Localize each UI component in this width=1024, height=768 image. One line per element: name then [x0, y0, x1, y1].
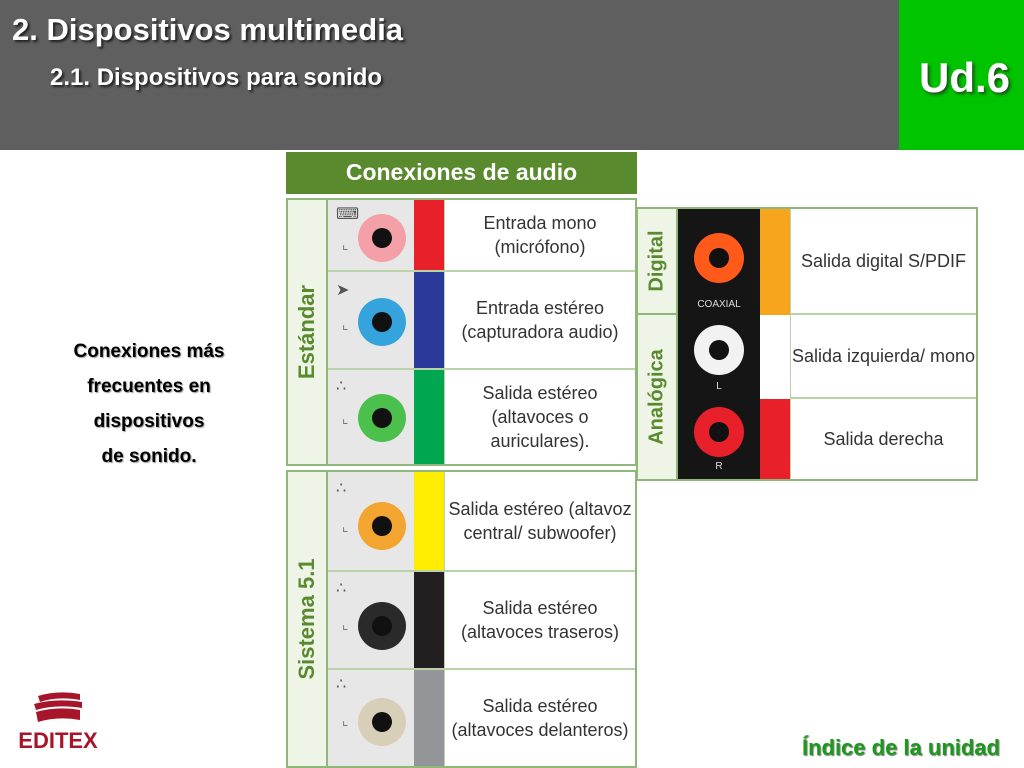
jack-caption: R: [715, 461, 723, 472]
connection-description: Salida izquierda/ mono: [790, 315, 976, 399]
slide-caption: Conexiones más frecuentes en dispositivo…: [40, 334, 258, 474]
jack-mark: ⌞: [342, 712, 349, 728]
caption-line: de sonido.: [101, 446, 197, 467]
group-sistema-5-1: Sistema 5.1 ∴ ⌞ Salida estéreo (altavoz …: [286, 470, 637, 768]
connection-row: ∴ ⌞ Salida estéreo (altavoces o auricula…: [328, 370, 635, 464]
caption-line: Conexiones más: [73, 341, 225, 362]
jack-cell: ∴ ⌞: [328, 670, 414, 766]
connection-description: Entrada mono (micrófono): [444, 200, 635, 270]
connection-description: Salida estéreo (altavoz central/ subwoof…: [444, 472, 635, 570]
microphone-icon: ⌨: [336, 206, 360, 223]
connection-row: ➤ ⌞ Entrada estéreo (capturadora audio): [328, 272, 635, 370]
jack-mark: ⌞: [342, 410, 349, 426]
jack-cell: R: [678, 399, 760, 479]
audio-connections-table: Conexiones de audio Estándar ⌨ ⌞ Entrada…: [286, 152, 637, 768]
jack-mark: ⌞: [342, 616, 349, 632]
center-speaker-icon: ∴: [336, 480, 347, 497]
editex-logo: EDITEX: [8, 690, 108, 760]
jack-cell: COAXIAL: [678, 209, 760, 315]
connection-row: ∴ ⌞ Salida estéreo (altavoz central/ sub…: [328, 472, 635, 572]
front-speaker-icon: ∴: [336, 676, 347, 693]
header-bar: 2. Dispositivos multimedia 2.1. Disposit…: [0, 0, 899, 150]
unit-label: Ud.6: [918, 54, 1010, 101]
connection-description: Salida estéreo (altavoces delanteros): [444, 670, 635, 766]
group-label: Analógica: [645, 349, 668, 445]
audio-jack: [358, 602, 406, 650]
rca-jack: [694, 233, 744, 283]
audio-jack: [358, 214, 406, 262]
speaker-out-icon: ∴: [336, 378, 347, 395]
jack-cell: ∴ ⌞: [328, 472, 414, 570]
group-label-column: Analógica: [638, 315, 678, 479]
color-swatch: [414, 200, 444, 270]
audio-jack: [358, 502, 406, 550]
color-swatch: [414, 272, 444, 368]
audio-table-header: Conexiones de audio: [286, 152, 637, 194]
rca-jack: [694, 407, 744, 457]
jack-mark: ⌞: [342, 518, 349, 534]
audio-jack: [358, 698, 406, 746]
connection-description: Salida estéreo (altavoces o auriculares)…: [444, 370, 635, 464]
caption-line: dispositivos: [93, 411, 205, 432]
jack-caption: L: [716, 381, 722, 392]
jack-caption: COAXIAL: [697, 299, 741, 310]
jack-mark: ⌞: [342, 236, 349, 252]
group-label: Estándar: [294, 284, 319, 380]
line-in-icon: ➤: [336, 282, 350, 299]
connection-description: Entrada estéreo (capturadora audio): [444, 272, 635, 368]
logo-text: EDITEX: [18, 728, 98, 753]
connection-row: ⌨ ⌞ Entrada mono (micrófono): [328, 200, 635, 272]
rca-jack: [694, 325, 744, 375]
unit-badge: Ud.6: [899, 0, 1024, 150]
group-label-column: Sistema 5.1: [288, 472, 328, 766]
page-subtitle: 2.1. Dispositivos para sonido: [50, 64, 383, 91]
group-label: Sistema 5.1: [294, 558, 319, 680]
color-swatch: [760, 315, 790, 399]
unit-index-link[interactable]: Índice de la unidad: [801, 735, 1000, 760]
group-label: Digital: [645, 230, 668, 292]
color-swatch: [414, 670, 444, 766]
jack-cell: ∴ ⌞: [328, 370, 414, 464]
audio-jack: [358, 298, 406, 346]
connection-row: ∴ ⌞ Salida estéreo (altavoces traseros): [328, 572, 635, 670]
group-label-column: Digital: [638, 209, 678, 315]
color-swatch: [760, 209, 790, 315]
color-swatch: [414, 472, 444, 570]
jack-cell: L: [678, 315, 760, 399]
connection-description: Salida estéreo (altavoces traseros): [444, 572, 635, 668]
jack-cell: ➤ ⌞: [328, 272, 414, 368]
digital-analog-table: Digital Analógica COAXIAL Salida digital…: [636, 207, 978, 481]
editex-logo-mark: [34, 692, 82, 722]
audio-table-title: Conexiones de audio: [345, 159, 578, 185]
connection-description: Salida digital S/PDIF: [790, 209, 976, 315]
group-estandar: Estándar ⌨ ⌞ Entrada mono (micrófono) ➤ …: [286, 198, 637, 466]
color-swatch: [760, 399, 790, 479]
rear-speaker-icon: ∴: [336, 580, 347, 597]
jack-mark: ⌞: [342, 316, 349, 332]
connection-row: ∴ ⌞ Salida estéreo (altavoces delanteros…: [328, 670, 635, 766]
jack-cell: ∴ ⌞: [328, 572, 414, 668]
jack-cell: ⌨ ⌞: [328, 200, 414, 270]
page-title: 2. Dispositivos multimedia: [12, 12, 404, 47]
caption-line: frecuentes en: [87, 376, 211, 397]
connection-description: Salida derecha: [790, 399, 976, 479]
group-label-column: Estándar: [288, 200, 328, 464]
audio-jack: [358, 394, 406, 442]
color-swatch: [414, 370, 444, 464]
color-swatch: [414, 572, 444, 668]
